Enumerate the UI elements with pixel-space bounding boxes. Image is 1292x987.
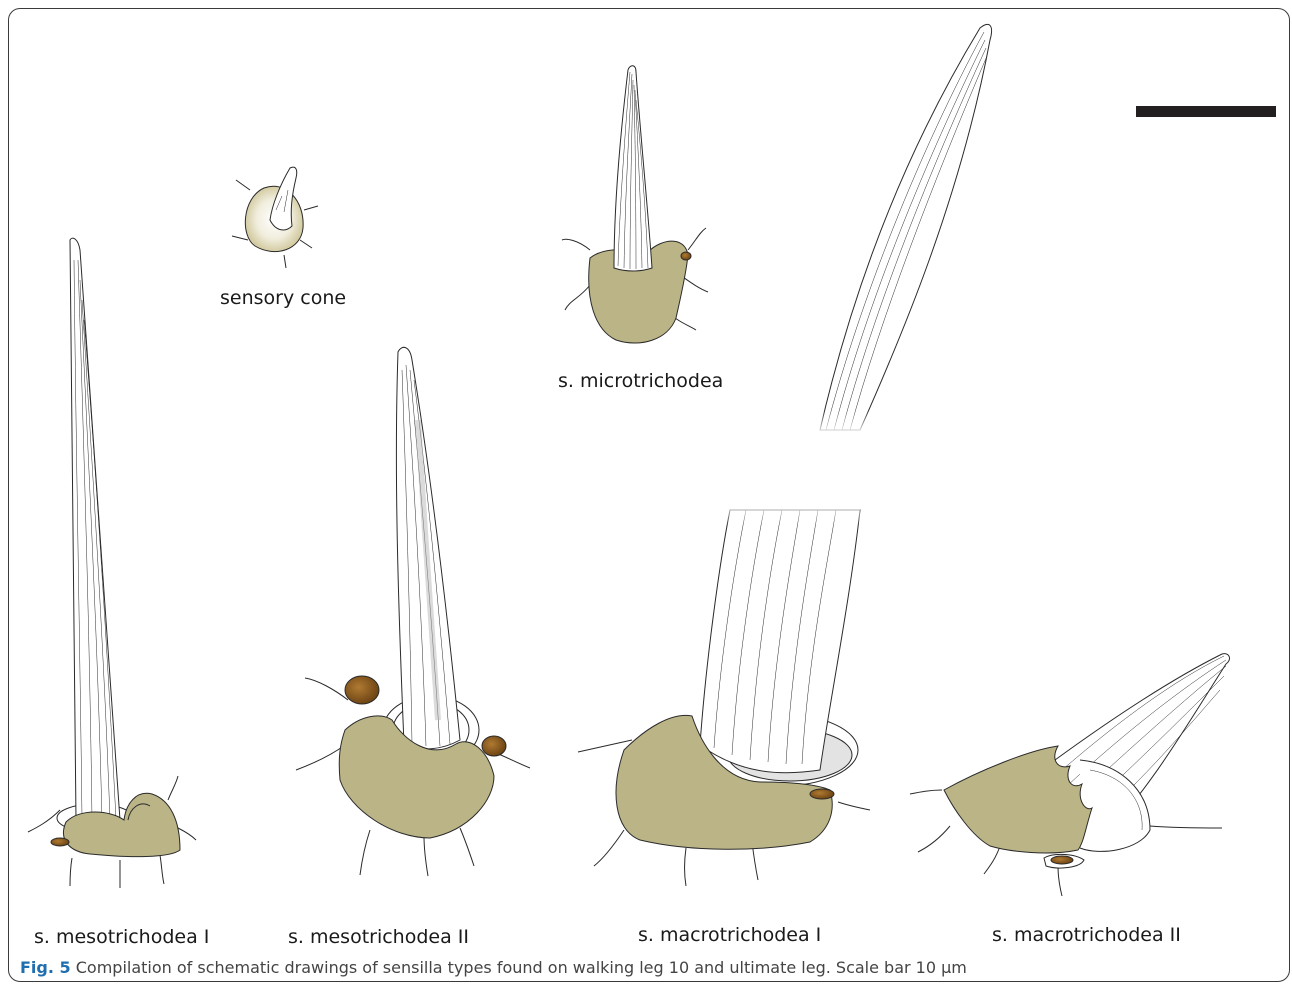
label-macrotrichodea-2: s. macrotrichodea II: [992, 924, 1181, 946]
microtrichodea-drawing: [562, 66, 708, 343]
label-sensory-cone: sensory cone: [220, 287, 346, 309]
scale-bar: [1136, 106, 1276, 117]
mesotrichodea-2-drawing: [296, 347, 530, 876]
sensory-cone-drawing: [232, 167, 318, 268]
figure-caption: Fig. 5 Compilation of schematic drawings…: [20, 958, 967, 977]
caption-text: Compilation of schematic drawings of sen…: [71, 958, 967, 977]
label-mesotrichodea-1: s. mesotrichodea I: [34, 926, 209, 948]
macrotrichodea-2-drawing: [910, 654, 1229, 896]
label-macrotrichodea-1: s. macrotrichodea I: [638, 924, 821, 946]
label-microtrichodea: s. microtrichodea: [558, 370, 723, 392]
mesotrichodea-1-drawing: [28, 238, 196, 888]
caption-prefix: Fig. 5: [20, 958, 71, 977]
label-mesotrichodea-2: s. mesotrichodea II: [288, 926, 469, 948]
